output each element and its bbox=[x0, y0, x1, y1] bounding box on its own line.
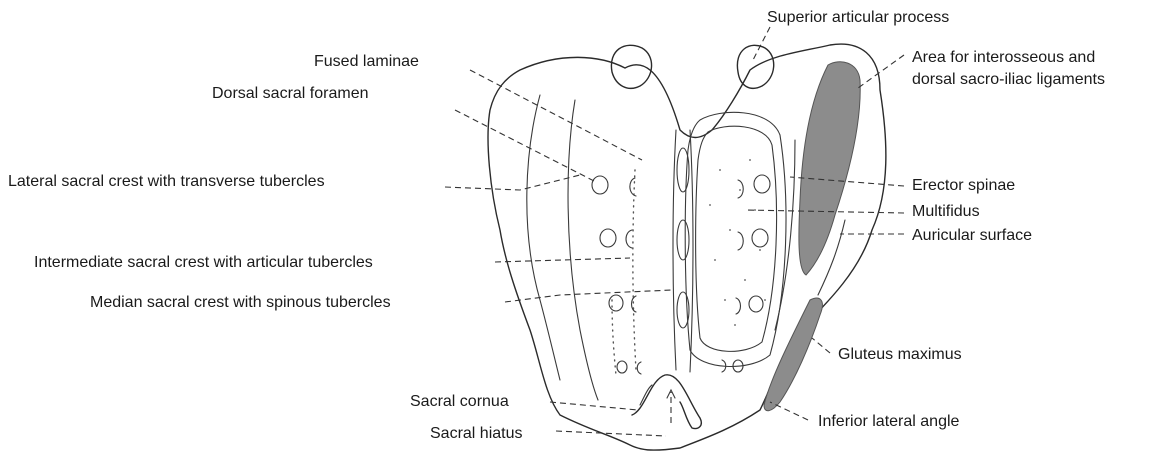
label-sacral-cornua: Sacral cornua bbox=[410, 392, 509, 412]
leader-intermediate-crest bbox=[495, 258, 630, 262]
label-median-sacral-crest: Median sacral crest with spinous tubercl… bbox=[90, 293, 391, 313]
leader-median-crest bbox=[505, 290, 672, 302]
leader-superior-articular bbox=[752, 27, 770, 62]
label-sacral-hiatus: Sacral hiatus bbox=[430, 424, 523, 444]
label-fused-laminae: Fused laminae bbox=[314, 52, 419, 72]
label-inferior-lateral-angle: Inferior lateral angle bbox=[818, 412, 959, 432]
multifidus-stipple bbox=[709, 159, 766, 326]
leader-fused-laminae bbox=[470, 70, 642, 160]
dorsal-foramina-right bbox=[722, 175, 770, 372]
intermediate-crest-dots bbox=[633, 170, 636, 370]
label-superior-articular-process: Superior articular process bbox=[767, 8, 949, 28]
label-multifidus: Multifidus bbox=[912, 202, 980, 222]
spinous-tubercle bbox=[677, 220, 689, 260]
gluteus-maximus-area bbox=[764, 298, 822, 411]
interosseous-ligament-area bbox=[799, 62, 860, 275]
label-lateral-sacral-crest: Lateral sacral crest with transverse tub… bbox=[8, 172, 325, 192]
leader-inferior-lateral bbox=[770, 402, 808, 420]
label-erector-spinae: Erector spinae bbox=[912, 176, 1015, 196]
label-auricular-surface: Auricular surface bbox=[912, 226, 1032, 246]
inner-oval-outer bbox=[685, 112, 786, 366]
hiatus-arrowhead bbox=[667, 390, 675, 398]
label-area-interosseous-line1: Area for interosseous and bbox=[912, 48, 1095, 68]
lateral-ridge-right bbox=[775, 140, 795, 330]
lateral-ridge-left-2 bbox=[568, 100, 598, 400]
label-gluteus-maximus: Gluteus maximus bbox=[838, 345, 962, 365]
label-dorsal-sacral-foramen: Dorsal sacral foramen bbox=[212, 84, 369, 104]
label-area-interosseous-line2: dorsal sacro-iliac ligaments bbox=[912, 70, 1105, 90]
leader-gluteus bbox=[812, 338, 830, 353]
leader-dorsal-foramen bbox=[455, 110, 596, 182]
inner-oval-inner bbox=[696, 126, 777, 351]
leader-area-interosseous bbox=[858, 55, 904, 88]
sacral-hiatus bbox=[632, 375, 701, 429]
leader-lateral-crest bbox=[445, 175, 580, 190]
label-intermediate-sacral-crest: Intermediate sacral crest with articular… bbox=[34, 253, 373, 273]
leader-sacral-cornua bbox=[550, 402, 638, 410]
sacral-cornu-left bbox=[640, 385, 652, 405]
leader-sacral-hiatus bbox=[556, 431, 666, 436]
median-sacral-crest bbox=[673, 130, 693, 372]
